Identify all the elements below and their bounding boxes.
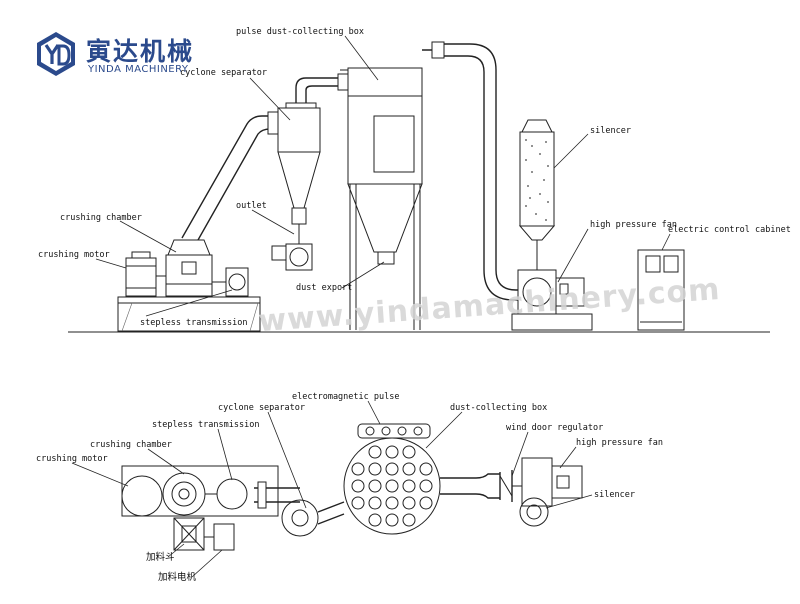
- label-plan-silencer: silencer: [594, 490, 635, 500]
- filter-bag: [419, 496, 433, 510]
- filter-bag: [351, 479, 365, 493]
- crushing-motor: [125, 251, 166, 297]
- filter-bag: [368, 445, 382, 459]
- label-plan-stepless: stepless transmission: [152, 420, 259, 430]
- label-outlet: outlet: [236, 201, 267, 211]
- filter-bag: [402, 479, 416, 493]
- silencer-packing: [525, 139, 549, 221]
- label-stepless: stepless transmission: [140, 318, 247, 328]
- crushing-chamber: [165, 239, 213, 297]
- filter-bag: [368, 479, 382, 493]
- label-plan-chamber: crushing chamber: [90, 440, 172, 450]
- filter-bag: [402, 496, 416, 510]
- filter-bag: [402, 513, 416, 527]
- pulse-dust-collecting-box: [337, 67, 423, 330]
- filter-bag: [419, 462, 433, 476]
- plan-cyclone: [281, 499, 345, 537]
- filter-bag: [351, 496, 365, 510]
- plan-silencer: [519, 497, 549, 527]
- label-pulse-box: pulse dust-collecting box: [236, 27, 364, 37]
- pipe-chamber-to-cyclone: [181, 111, 279, 241]
- filter-bag: [368, 513, 382, 527]
- label-plan-cyclone: cyclone separator: [218, 403, 305, 413]
- label-plan-fan: high pressure fan: [576, 438, 663, 448]
- silencer: [518, 119, 556, 270]
- label-crushing-motor: crushing motor: [38, 250, 110, 260]
- filter-bag: [385, 479, 399, 493]
- label-plan-motor: crushing motor: [36, 454, 108, 464]
- label-dust-export: dust export: [296, 283, 352, 293]
- plan-high-pressure-fan: [512, 457, 583, 507]
- logo-name-cn: 寅达机械: [86, 37, 195, 66]
- label-cyclone: cyclone separator: [180, 68, 267, 78]
- plan-crushing-motor: [121, 465, 279, 517]
- label-silencer: silencer: [590, 126, 631, 136]
- plan-view: [71, 400, 593, 578]
- filter-bag: [402, 445, 416, 459]
- label-control-cabinet: electric control cabinet: [668, 225, 791, 235]
- plan-electromagnetic-pulse: [357, 423, 431, 439]
- plan-feed-hopper: [173, 517, 205, 551]
- filter-bag: [368, 462, 382, 476]
- cyclone-separator: [277, 77, 340, 225]
- stepless-transmission: [212, 267, 249, 297]
- filter-bag: [402, 462, 416, 476]
- label-dust-box: dust-collecting box: [450, 403, 547, 413]
- plan-feed-motor: [204, 523, 235, 551]
- elevation-labels: pulse dust-collecting box cyclone separa…: [38, 27, 791, 328]
- plan-dust-collecting-box: [343, 437, 441, 535]
- elevation-view: [68, 35, 770, 333]
- label-wind-door: wind door regulator: [506, 423, 603, 433]
- label-feed-hopper: 加料斗: [146, 551, 175, 563]
- electric-control-cabinet: [637, 249, 685, 331]
- label-feed-motor: 加料电机: [158, 571, 197, 583]
- elevation-leaders: [95, 35, 671, 317]
- filter-bag: [385, 496, 399, 510]
- filter-bag: [419, 479, 433, 493]
- filter-bag: [351, 462, 365, 476]
- high-pressure-fan: [511, 269, 593, 331]
- filter-bag: [385, 462, 399, 476]
- plan-pipe-to-fan: [440, 470, 513, 502]
- label-high-pressure-fan: high pressure fan: [590, 220, 677, 230]
- plan-labels: electromagnetic pulse cyclone separator …: [36, 392, 663, 583]
- outlet-airlock: [271, 224, 313, 271]
- plan-leaders: [71, 400, 593, 578]
- company-logo: 寅达机械 YINDA MACHINERY: [34, 30, 192, 78]
- pipe-box-to-fan: [422, 41, 520, 301]
- yd-hexagon-logo-icon: [37, 32, 75, 76]
- logo-name-en: YINDA MACHINERY: [88, 64, 189, 75]
- filter-bag: [368, 496, 382, 510]
- label-electromagnetic-pulse: electromagnetic pulse: [292, 392, 399, 402]
- filter-bag-grid: [351, 445, 433, 527]
- label-crushing-chamber: crushing chamber: [60, 213, 142, 223]
- filter-bag: [385, 445, 399, 459]
- filter-bag: [385, 513, 399, 527]
